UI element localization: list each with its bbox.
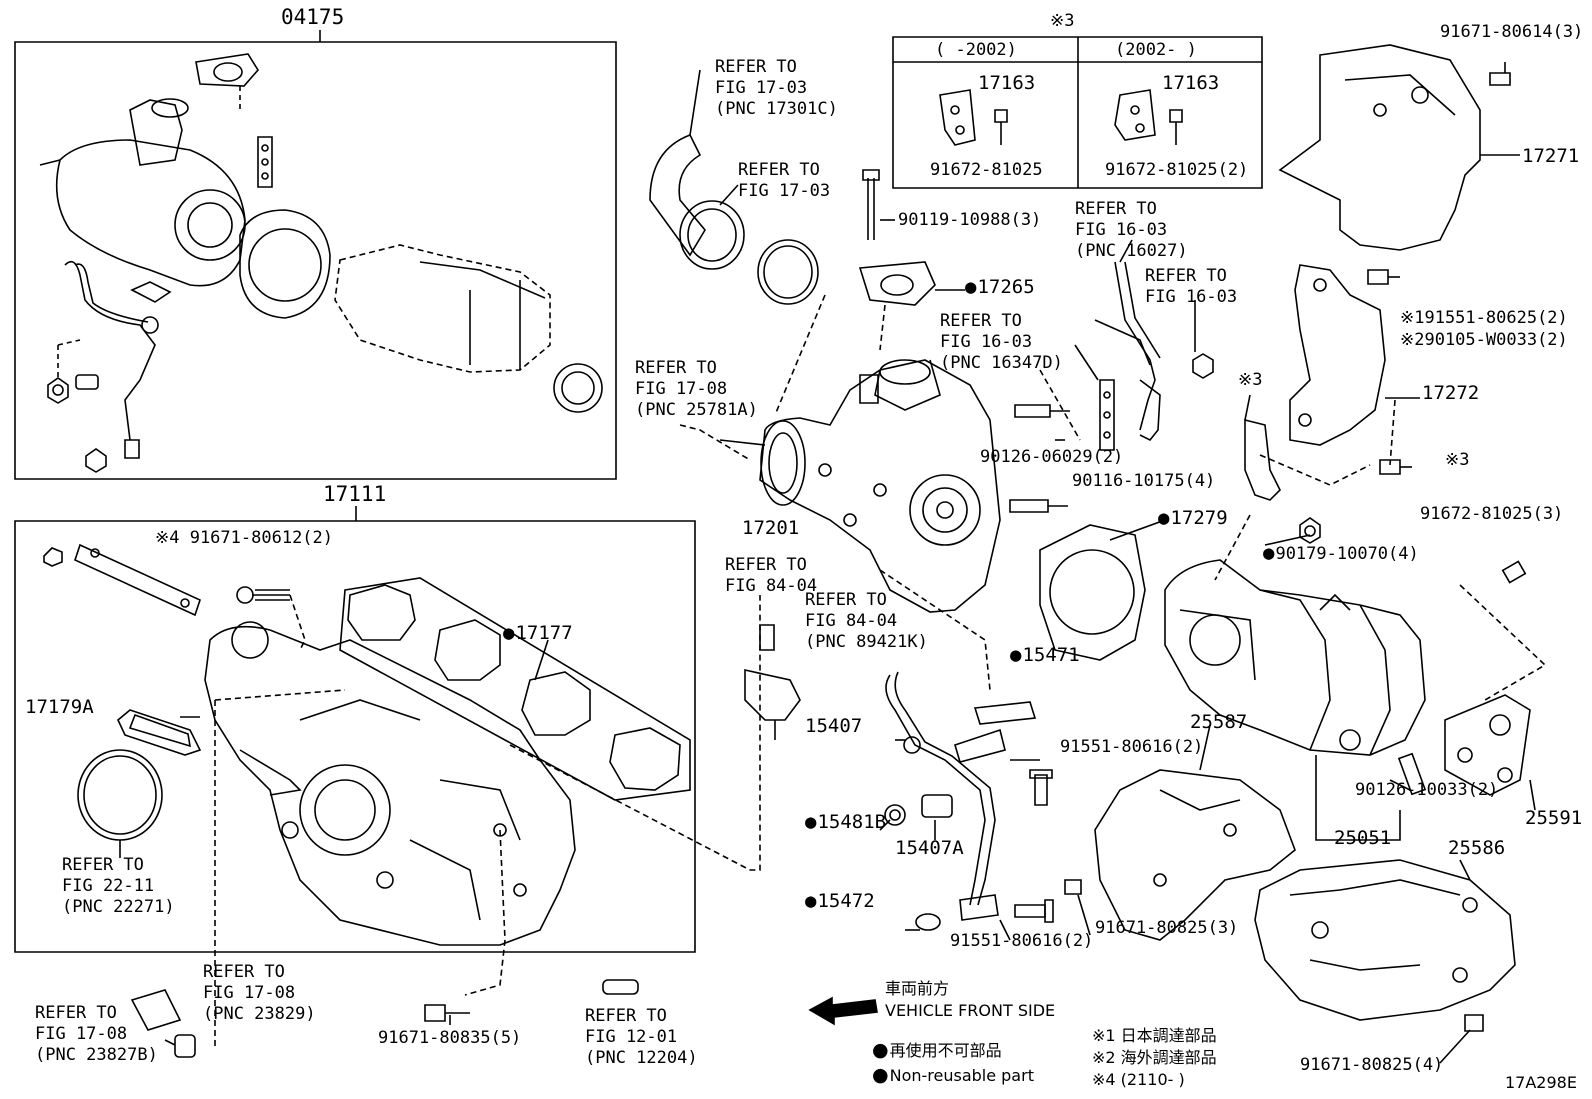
part-number: 17177 (503, 623, 572, 644)
part-number: 17179A (25, 696, 94, 718)
part-number: 90179-10070(4) (1263, 543, 1418, 565)
part-number: 17265 (965, 277, 1034, 298)
turbocharger-sketch (132, 45, 1530, 1057)
part-number: 17163 (1162, 72, 1220, 94)
part-number: 25586 (1448, 837, 1506, 859)
part-number: 15407A (895, 837, 964, 859)
part-number: 15472 (805, 891, 874, 912)
part-number: 90126-06029(2) (980, 447, 1124, 467)
variant-box-mark: ※3 (1050, 11, 1075, 31)
part-number: 90116-10175(4) (1072, 471, 1216, 491)
part-number: ※290105-W0033(2) (1400, 330, 1568, 350)
legend-nonreuse-en: Non-reusable part (872, 1065, 1034, 1086)
part-number: 90119-10988(3) (898, 210, 1042, 230)
part-number: 17279 (1158, 508, 1227, 529)
part-number: 91671-80835(5) (378, 1028, 522, 1048)
leader-lines (165, 70, 1535, 1063)
part-number: 91551-80616(2) (950, 931, 1094, 951)
part-number: 25591 (1525, 807, 1583, 829)
part-number: 17163 (978, 72, 1036, 94)
part-number: ※191551-80625(2) (1400, 308, 1568, 328)
part-number: 91671-80614(3) (1440, 22, 1584, 42)
part-number: 91672-81025(2) (1105, 160, 1249, 180)
part-number: 91551-80616(2) (1060, 737, 1204, 757)
part-number: 15481B (805, 812, 886, 833)
part-number: ※4 91671-80612(2) (155, 528, 334, 548)
part-number: 15471 (1010, 645, 1079, 666)
group-box-17111 (15, 521, 695, 952)
part-number: 91672-81025 (930, 160, 1043, 180)
legend-note-4: ※4 (2110- ) (1092, 1070, 1185, 1089)
part-number: 25587 (1190, 711, 1248, 733)
variant-col1: ( -2002) (935, 40, 1017, 60)
legend-note-2: ※2 海外調達部品 (1092, 1048, 1217, 1067)
reference-lines (215, 295, 1545, 1050)
front-label-en: VEHICLE FRONT SIDE (885, 1001, 1056, 1020)
intake-manifold-sketch (44, 545, 690, 945)
turbo-assembly-sketch (40, 54, 602, 472)
part-number: 17271 (1522, 145, 1580, 167)
part-number: 91671-80825(3) (1095, 918, 1239, 938)
legend-nonreuse-jp: 再使用不可部品 (872, 1040, 1002, 1061)
diagram-code: 17A298E (1505, 1073, 1577, 1092)
part-number: 90126-10033(2) (1355, 780, 1499, 800)
legend-note-1: ※1 日本調達部品 (1092, 1026, 1217, 1045)
part-number: 15407 (805, 715, 863, 737)
part-number: 91671-80825(4) (1300, 1055, 1444, 1075)
group-label-04175: 04175 (281, 5, 345, 29)
part-number: 25051 (1334, 827, 1392, 849)
variant-col2: (2002- ) (1115, 40, 1197, 60)
front-label-jp: 車両前方 (885, 979, 950, 998)
part-number: 91672-81025(3) (1420, 504, 1564, 524)
marker: ※3 (1238, 370, 1263, 390)
part-number: 17201 (742, 517, 800, 539)
part-number: 17272 (1422, 382, 1480, 404)
group-box-04175 (15, 42, 616, 479)
group-label-17111: 17111 (323, 482, 387, 506)
marker: ※3 (1445, 450, 1470, 470)
